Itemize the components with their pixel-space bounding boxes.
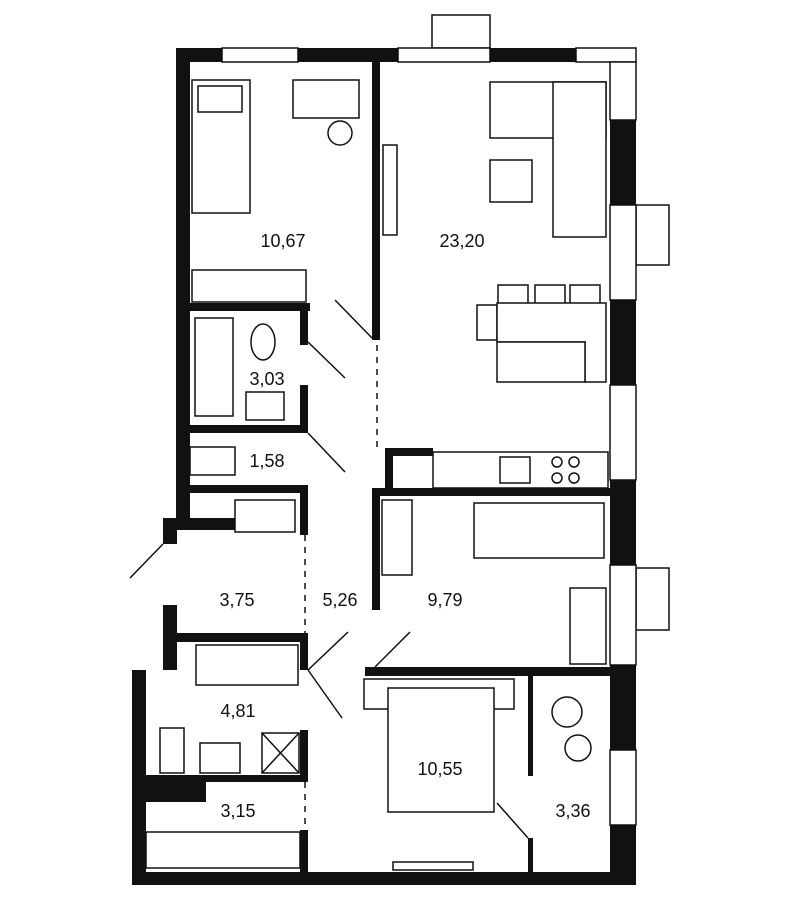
area-label-hall: 3,75: [219, 590, 254, 610]
area-label-bathroom-2: 4,81: [220, 701, 255, 721]
outer-walls: [132, 47, 637, 885]
area-label-corridor: 5,26: [322, 590, 357, 610]
area-label-bedroom-2: 9,79: [427, 590, 462, 610]
balconies: [431, 14, 670, 631]
area-label-bathroom-1: 3,03: [249, 369, 284, 389]
area-label-bedroom-1: 10,67: [260, 231, 305, 251]
area-label-master-bedroom: 10,55: [417, 759, 462, 779]
area-label-wardrobe: 3,15: [220, 801, 255, 821]
area-label-wc: 1,58: [249, 451, 284, 471]
interior-walls: [146, 62, 636, 872]
area-label-study: 3,36: [555, 801, 590, 821]
area-labels: 10,67 23,20 3,03 1,58 3,75 5,26 9,79 4,8…: [219, 231, 590, 821]
doors: [129, 299, 529, 839]
area-label-living-kitchen: 23,20: [439, 231, 484, 251]
furniture: [145, 79, 609, 871]
